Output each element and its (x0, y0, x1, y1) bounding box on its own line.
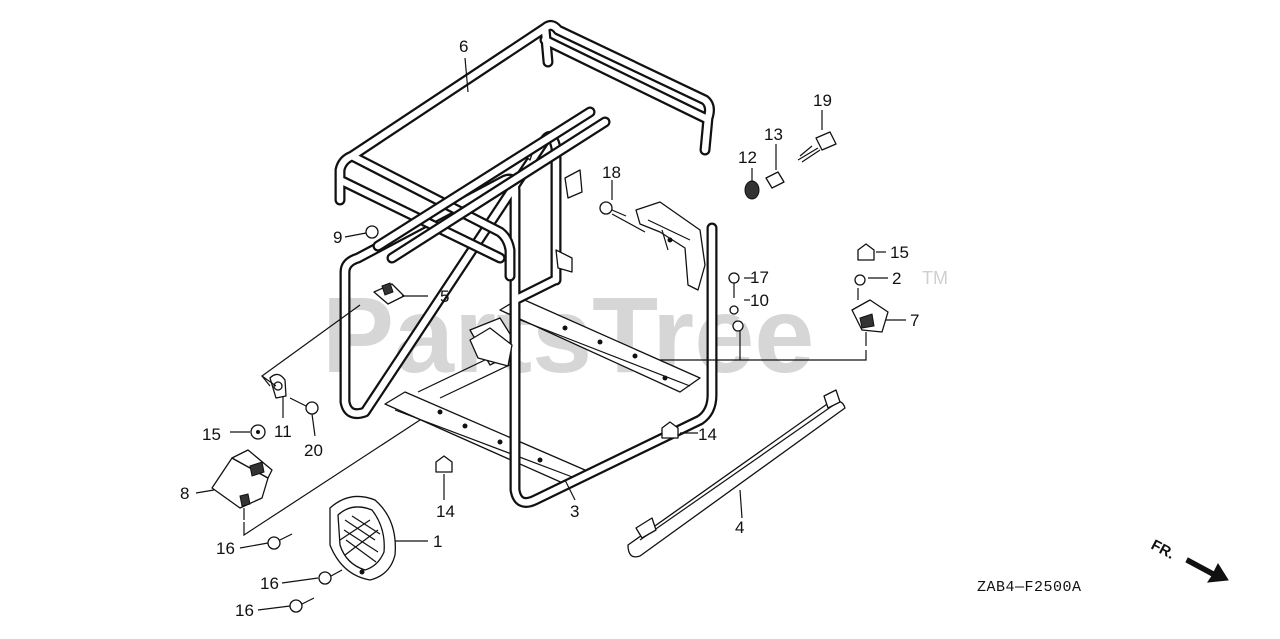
bolt-part-18[interactable] (599, 201, 627, 217)
nut-part-9[interactable] (365, 225, 379, 239)
nut-part-14-left[interactable] (435, 455, 453, 473)
callout-14-left: 14 (436, 502, 455, 521)
rubber-mount-part-8[interactable] (211, 449, 273, 520)
side-rail-part-4[interactable] (627, 389, 846, 558)
panel-bracket[interactable] (635, 201, 706, 291)
front-direction-marker: FR. (1148, 537, 1229, 583)
callout-3: 3 (570, 502, 579, 521)
callout-15-right: 15 (890, 243, 909, 262)
rubber-mount-part-7[interactable] (851, 288, 889, 346)
front-direction-arrow-icon (1185, 557, 1229, 583)
callout-13: 13 (764, 125, 783, 144)
bolt-part-16-b[interactable] (318, 569, 343, 585)
callout-10: 10 (750, 291, 769, 310)
callout-19: 19 (813, 91, 832, 110)
nut-part-14-right[interactable] (661, 421, 679, 439)
leader-lines (195, 57, 906, 611)
callout-14-right: 14 (698, 425, 717, 444)
callout-2: 2 (892, 269, 901, 288)
nut-part-15-left[interactable] (250, 424, 266, 440)
callout-20: 20 (304, 441, 323, 460)
callout-9: 9 (333, 228, 342, 247)
nut-part-15-right[interactable] (857, 243, 875, 261)
callout-16-c: 16 (235, 601, 254, 620)
washer-part-10[interactable] (729, 305, 739, 315)
bolt-part-16-c[interactable] (289, 597, 315, 613)
watermark-trademark: TM (922, 268, 948, 288)
callout-1: 1 (433, 532, 442, 551)
bolt-part-16-a[interactable] (267, 533, 293, 550)
callout-11: 11 (274, 422, 292, 441)
cable-clip-part-11[interactable] (269, 373, 287, 399)
bolt-part-20[interactable] (289, 397, 319, 415)
callout-18: 18 (602, 163, 621, 182)
cover-plate-part-1[interactable] (329, 495, 396, 581)
callout-6: 6 (459, 37, 468, 56)
bolt-part-19[interactable] (797, 131, 837, 163)
callout-8: 8 (180, 484, 189, 503)
callout-17: 17 (750, 268, 769, 287)
callout-15-left: 15 (202, 425, 221, 444)
ground-cable-part-2[interactable] (732, 274, 866, 332)
front-direction-label: FR. (1148, 537, 1177, 563)
callout-4: 4 (735, 518, 744, 537)
bolt-part-17[interactable] (728, 272, 740, 298)
diagram-code: ZAB4—F2500A (977, 579, 1082, 596)
grommet-part-12[interactable] (744, 180, 760, 200)
top-handle-part-6[interactable] (334, 19, 715, 282)
callout-12: 12 (738, 148, 757, 167)
callout-16-a: 16 (216, 539, 235, 558)
callout-16-b: 16 (260, 574, 279, 593)
collar-part-13[interactable] (765, 171, 785, 189)
callout-7: 7 (910, 311, 919, 330)
callout-5: 5 (440, 287, 449, 306)
